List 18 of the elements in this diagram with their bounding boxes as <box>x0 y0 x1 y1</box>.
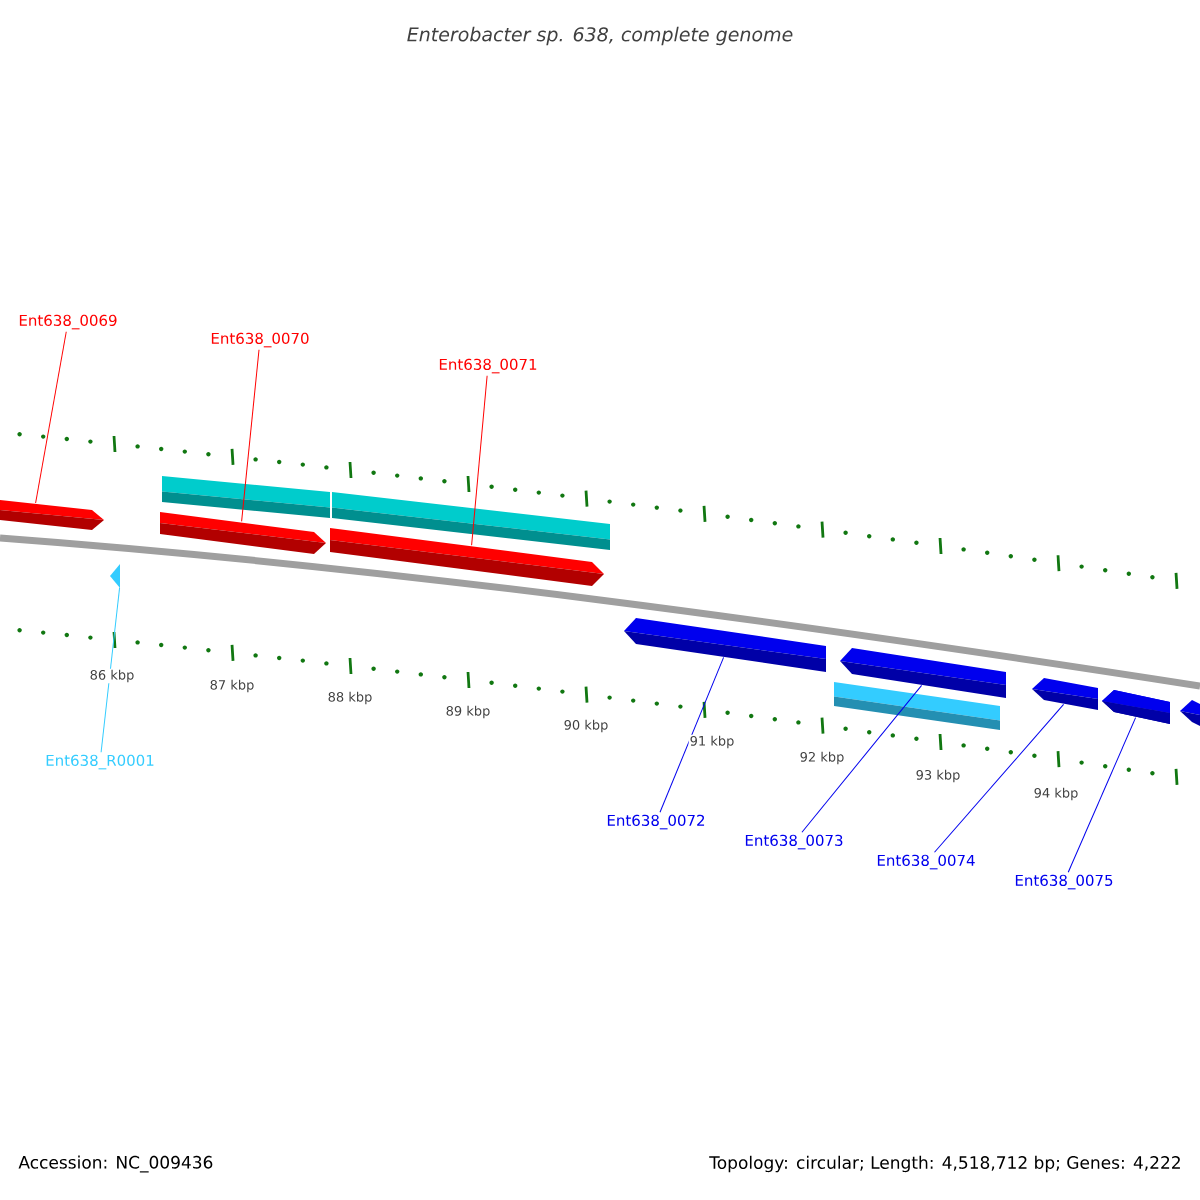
accession-text: Accession: NC_009436 <box>18 1155 213 1173</box>
leader-line <box>801 684 923 833</box>
genome-info-text: Topology: circular; Length: 4,518,712 bp; Genes: 4,222 <box>709 1155 1180 1173</box>
leader-line <box>934 703 1065 853</box>
leader-line <box>100 587 121 753</box>
title: Enterobacter sp. 638, complete genome <box>407 26 793 46</box>
leader-line <box>1067 717 1137 873</box>
gene-block <box>840 648 1006 698</box>
gene-block <box>160 512 326 554</box>
leader-line <box>241 349 260 522</box>
leader-line <box>659 656 725 813</box>
gene-block <box>330 528 604 586</box>
gene-block <box>624 618 826 672</box>
gene-block <box>0 500 104 530</box>
leader-line <box>471 375 488 546</box>
leader-line <box>35 331 67 504</box>
gene-block <box>1032 678 1098 710</box>
gene-marker <box>110 564 120 588</box>
